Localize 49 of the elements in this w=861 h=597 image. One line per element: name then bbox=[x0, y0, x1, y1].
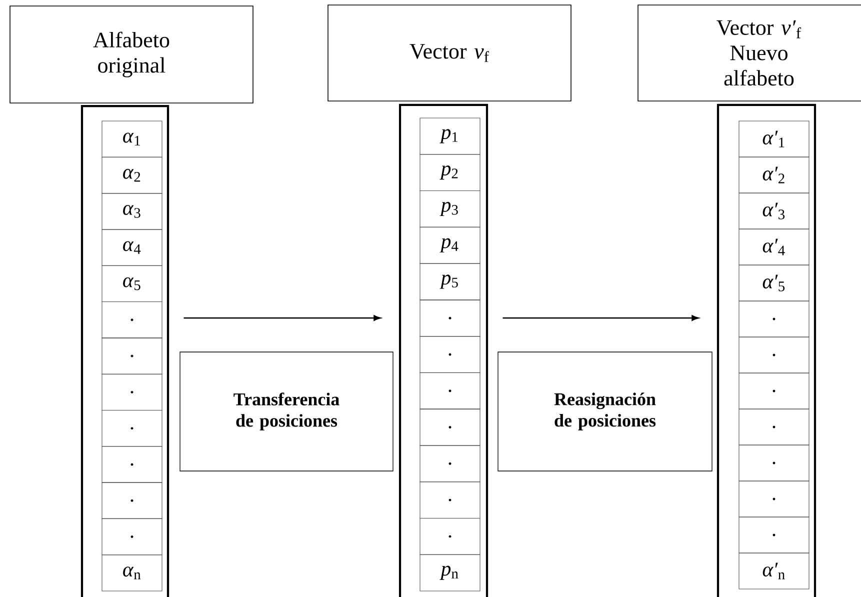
table-cell: α′$_{2}$ bbox=[738, 156, 810, 194]
label-box: Transferencia de posiciones bbox=[180, 352, 394, 472]
table-cell: α$_{5}$ bbox=[102, 265, 162, 302]
column-box bbox=[398, 104, 488, 597]
arrow bbox=[502, 315, 699, 321]
table-cell: α′$_{n}$ bbox=[738, 552, 810, 590]
table-cell: α′$_{4}$ bbox=[738, 228, 810, 266]
table-cell: . bbox=[420, 482, 480, 518]
table-cell: . bbox=[738, 336, 810, 374]
table-cell: α$_{n}$ bbox=[102, 554, 162, 592]
table-cell: . bbox=[420, 518, 480, 555]
table-cell: p$_{4}$ bbox=[420, 226, 480, 264]
table-cell: . bbox=[420, 300, 480, 337]
header-box: Vector v$_{f}$ bbox=[328, 4, 572, 102]
table-cell: . bbox=[738, 372, 810, 410]
table-cell: p$_{5}$ bbox=[420, 263, 480, 300]
column-box bbox=[716, 104, 816, 597]
table-cell: α$_{3}$ bbox=[102, 193, 162, 230]
table-cell: . bbox=[102, 410, 162, 447]
table-cell: α′$_{1}$ bbox=[738, 120, 810, 158]
table-cell: . bbox=[738, 480, 810, 518]
table-cell: . bbox=[420, 336, 480, 373]
column-box bbox=[80, 104, 170, 597]
table-cell: p$_{1}$ bbox=[420, 118, 480, 155]
table-cell: . bbox=[738, 516, 810, 554]
table-cell: p$_{3}$ bbox=[420, 190, 480, 228]
table-cell: . bbox=[102, 482, 162, 519]
table-cell: . bbox=[420, 445, 480, 482]
table-cell: . bbox=[102, 302, 162, 338]
table-cell: α$_{1}$ bbox=[102, 120, 162, 158]
table-cell: α$_{2}$ bbox=[102, 156, 162, 194]
table-cell: . bbox=[738, 408, 810, 446]
label-box: Reasignación de posiciones bbox=[498, 352, 712, 472]
table-cell: p$_{2}$ bbox=[420, 154, 480, 192]
table-cell: . bbox=[420, 408, 480, 446]
table-cell: . bbox=[738, 300, 810, 338]
table-cell: . bbox=[102, 518, 162, 556]
table-cell: α$_{4}$ bbox=[102, 229, 162, 266]
table-cell: . bbox=[738, 444, 810, 482]
table-cell: . bbox=[102, 338, 162, 374]
table-cell: α′$_{3}$ bbox=[738, 192, 810, 230]
table-cell: . bbox=[102, 374, 162, 411]
table-cell: α′$_{5}$ bbox=[738, 264, 810, 302]
table-cell: . bbox=[102, 446, 162, 483]
table-cell: . bbox=[420, 372, 480, 410]
header-box: Alfabeto original bbox=[10, 6, 254, 104]
header-box: Vector v′$_{f}$ Nuevo alfabeto bbox=[638, 4, 861, 102]
table-cell: p$_{n}$ bbox=[420, 554, 480, 592]
arrow bbox=[184, 315, 381, 321]
